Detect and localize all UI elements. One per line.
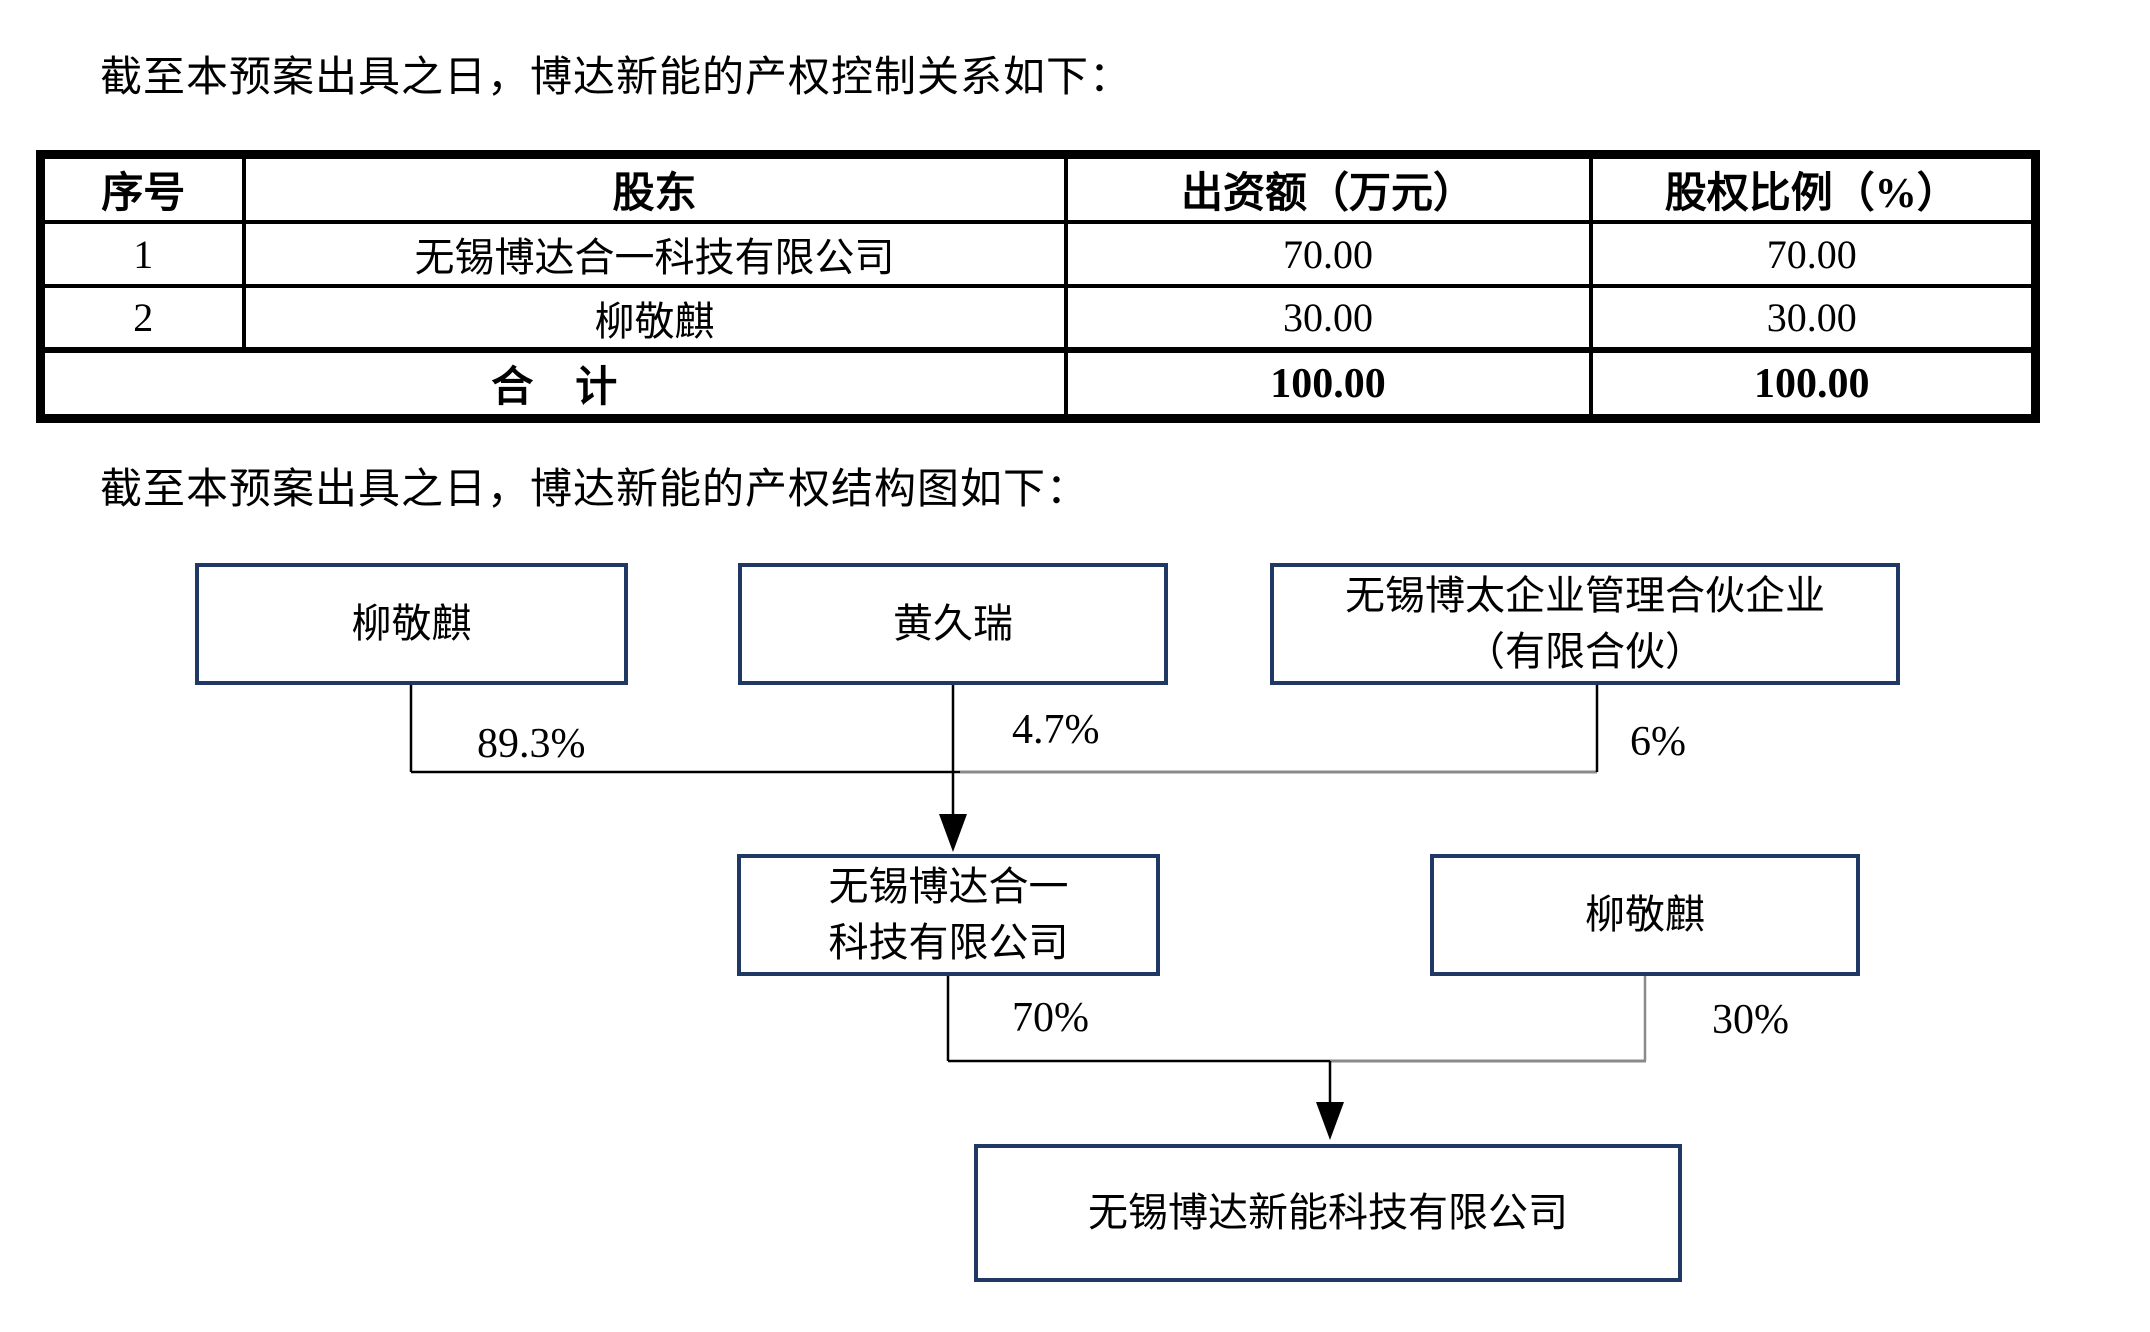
- cell-no: 2: [38, 284, 246, 352]
- node-label: 无锡博达合一: [828, 864, 1069, 909]
- intro-paragraph-structure-chart: 截至本预案出具之日，博达新能的产权结构图如下：: [100, 467, 1090, 513]
- node-label: （有限合伙）: [1465, 629, 1705, 674]
- cell-shareholder: 无锡博达合一科技有限公司: [241, 220, 1068, 288]
- node-liu-jingqi-mid: 柳敬麒: [1430, 854, 1860, 976]
- edge-label-liu-top: 89.3%: [477, 721, 586, 767]
- edge-label-botai: 6%: [1630, 719, 1686, 765]
- col-header-amount: 出资额（万元）: [1063, 152, 1593, 224]
- node-label: 科技有限公司: [828, 920, 1069, 965]
- cell-ratio: 70.00: [1588, 220, 2038, 288]
- ownership-table: 序号 股东 出资额（万元） 股权比例（%） 1 无锡博达合一科技有限公司 70.…: [36, 150, 2040, 423]
- cell-ratio: 30.00: [1588, 284, 2038, 352]
- table-total-row: 合 计 100.00 100.00: [38, 347, 2038, 421]
- cell-no: 1: [38, 220, 246, 288]
- cell-total-ratio: 100.00: [1588, 347, 2038, 421]
- col-header-shareholder: 股东: [241, 152, 1068, 224]
- arrow-down-icon: [939, 814, 967, 852]
- intro-paragraph-control-relation: 截至本预案出具之日，博达新能的产权控制关系如下：: [100, 55, 1133, 101]
- node-label: 黄久瑞: [893, 601, 1013, 646]
- node-bodaxinneng-company: 无锡博达新能科技有限公司: [974, 1144, 1682, 1282]
- node-label: 柳敬麒: [351, 601, 472, 646]
- cell-total-label: 合 计: [38, 347, 1068, 421]
- node-botai-partnership: 无锡博太企业管理合伙企业 （有限合伙）: [1270, 563, 1900, 685]
- node-label: 柳敬麒: [1585, 892, 1705, 937]
- cell-shareholder: 柳敬麒: [241, 284, 1068, 352]
- cell-amount: 30.00: [1063, 284, 1593, 352]
- arrow-down-icon: [1316, 1102, 1344, 1140]
- node-label: 无锡博达新能科技有限公司: [1088, 1190, 1568, 1235]
- table-row: 2 柳敬麒 30.00 30.00: [38, 284, 2038, 352]
- node-bodaheyi-company: 无锡博达合一 科技有限公司: [737, 854, 1160, 976]
- col-header-no: 序号: [38, 152, 246, 224]
- edge-label-huang: 4.7%: [1012, 707, 1100, 753]
- node-label: 无锡博太企业管理合伙企业: [1345, 573, 1825, 618]
- table-row: 1 无锡博达合一科技有限公司 70.00 70.00: [38, 220, 2038, 288]
- node-liu-jingqi-top: 柳敬麒: [195, 563, 628, 685]
- cell-amount: 70.00: [1063, 220, 1593, 288]
- cell-total-amount: 100.00: [1063, 347, 1593, 421]
- edge-label-bodaheyi: 70%: [1012, 995, 1089, 1041]
- col-header-ratio: 股权比例（%）: [1588, 152, 2038, 224]
- edge-label-liu-mid: 30%: [1712, 997, 1789, 1043]
- node-huang-jiurui: 黄久瑞: [738, 563, 1168, 685]
- table-header-row: 序号 股东 出资额（万元） 股权比例（%）: [38, 152, 2038, 224]
